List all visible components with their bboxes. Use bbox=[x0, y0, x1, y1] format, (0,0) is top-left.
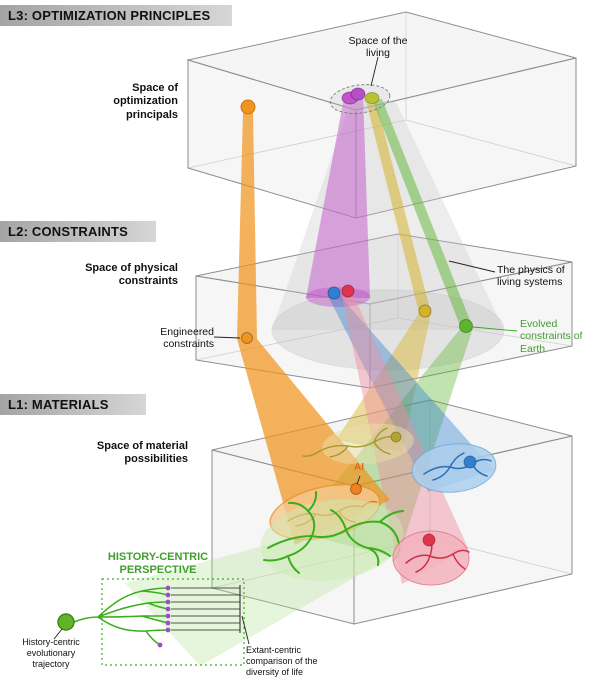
material-networks bbox=[260, 423, 497, 586]
yellowgreen-principle-blob bbox=[364, 92, 380, 104]
evolved-line bbox=[472, 326, 518, 332]
olive-dot bbox=[390, 431, 402, 443]
label-evolved-constraints-of-earth: Evolved constraints of Earth bbox=[520, 318, 583, 355]
green-network bbox=[263, 491, 404, 574]
green-constraint-dot bbox=[459, 319, 473, 333]
label-engineered-constraints: Engineered constraints bbox=[160, 326, 214, 351]
label-space-of-the-living: Space of the living bbox=[348, 35, 408, 60]
engineered-constraint-dot bbox=[241, 332, 253, 344]
blue-network bbox=[423, 452, 492, 481]
dotted-box bbox=[101, 578, 245, 666]
extant-line bbox=[241, 615, 250, 645]
physics-line bbox=[448, 260, 496, 273]
label-history-centric-perspective: HISTORY-CENTRIC PERSPECTIVE bbox=[107, 551, 209, 577]
optimization-cluster bbox=[240, 84, 391, 115]
section-header-l1: L1: MATERIALS bbox=[0, 394, 146, 415]
label-ai: AI bbox=[354, 462, 364, 473]
green-beam-upper bbox=[372, 99, 473, 328]
label-space-of-material-possibilities: Space of material possibilities bbox=[96, 440, 188, 466]
section-header-l3: L3: OPTIMIZATION PRINCIPLES bbox=[0, 5, 232, 26]
magenta-beam bbox=[306, 93, 370, 298]
space-of-living-line bbox=[370, 56, 379, 87]
red-constraint-dot bbox=[341, 284, 355, 298]
constraint-dots bbox=[241, 284, 473, 344]
label-extant-centric-comparison: Extant-centric comparison of the diversi… bbox=[246, 645, 318, 677]
connector-lines bbox=[53, 56, 518, 645]
engineered-line bbox=[213, 336, 241, 339]
blue-blob-dot bbox=[463, 455, 477, 469]
yellow-beam-upper bbox=[365, 97, 431, 313]
label-physics-of-living-systems: The physics of living systems bbox=[497, 264, 565, 289]
label-history-centric-evolutionary-trajectory: History-centric evolutionary trajectory bbox=[22, 637, 80, 669]
comb-lines bbox=[171, 585, 241, 633]
label-space-of-physical-constraints: Space of physical constraints bbox=[85, 262, 178, 288]
red-network bbox=[405, 533, 470, 573]
history-inset bbox=[57, 578, 245, 666]
green-blob bbox=[260, 499, 404, 581]
blue-constraint-dot bbox=[327, 286, 341, 300]
purple-principle-blob bbox=[350, 87, 366, 101]
ai-line bbox=[356, 475, 361, 485]
ai-dot bbox=[350, 483, 362, 495]
label-space-of-optimization-principals: Space of optimization principals bbox=[113, 82, 178, 121]
blue-beam bbox=[328, 296, 494, 492]
red-blob bbox=[392, 530, 470, 586]
olive-blob bbox=[322, 423, 414, 465]
red-blob-dot bbox=[422, 533, 436, 547]
yellow-constraint-dot bbox=[418, 304, 432, 318]
extant-species-dots bbox=[157, 585, 171, 648]
history-trajectory-line bbox=[53, 628, 63, 640]
section-header-l2: L2: CONSTRAINTS bbox=[0, 221, 156, 242]
inset-tree bbox=[73, 587, 169, 646]
olive-network bbox=[302, 427, 398, 458]
orange-principle-dot bbox=[240, 99, 256, 115]
orange-beam-upper bbox=[237, 111, 257, 339]
trajectory-origin-dot bbox=[57, 613, 75, 631]
yellow-beam-lower bbox=[336, 313, 431, 452]
